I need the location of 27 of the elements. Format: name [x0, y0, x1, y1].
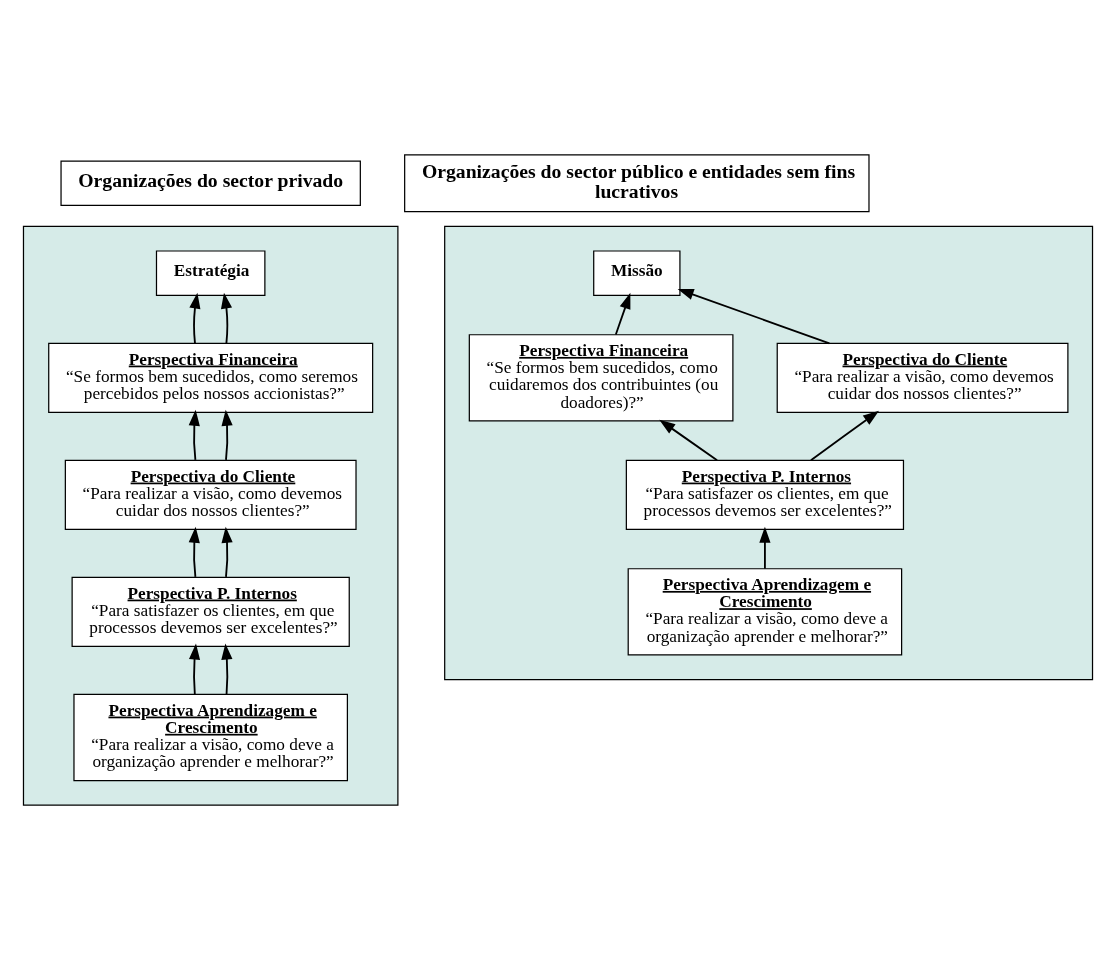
- node-box: Perspectiva Financeira “Se formos bem sucedidos, como cuidaremos dos contribuintes (ou doadores)?”: [468, 334, 734, 422]
- arrow: [677, 289, 831, 345]
- arrow: [188, 409, 200, 461]
- node-box: Organizações do sector privado: [60, 160, 361, 207]
- node-box: Perspectiva do Cliente “Para realizar a visão, como devemos cuidar dos nossos clientes?”: [64, 459, 357, 530]
- arrow: [221, 409, 233, 461]
- cluster: [444, 225, 1094, 681]
- node-box: Perspectiva P. Internos “Para satisfazer os clientes, em que processos devemos ser excelentes?”: [625, 459, 905, 530]
- node-box: Perspectiva P. Internos “Para satisfazer os clientes, em que processos devemos ser excelentes?”: [71, 576, 350, 647]
- node-box: Perspectiva Aprendizagem e Crescimento “Para realizar a visão, como deve a organização aprender e melhorar?”: [73, 693, 348, 782]
- arrow: [759, 526, 771, 570]
- arrow: [188, 526, 200, 578]
- node-box: Perspectiva Financeira “Se formos bem sucedidos, como seremos percebidos pelos nossos accionistas?”: [48, 342, 374, 413]
- node-box: Missão: [593, 250, 681, 296]
- arrow: [659, 419, 718, 462]
- node-box: Estratégia: [155, 250, 266, 296]
- node-box: Perspectiva do Cliente “Para realizar a visão, como devemos cuidar dos nossos clientes?”: [776, 342, 1069, 413]
- cluster: [22, 225, 399, 806]
- arrow: [614, 292, 631, 336]
- arrow: [221, 643, 233, 696]
- arrow: [810, 410, 879, 462]
- arrow: [188, 643, 201, 696]
- node-box: Perspectiva Aprendizagem e Crescimento “Para realizar a visão, como deve a organização aprender e melhorar?”: [627, 568, 903, 656]
- arrow: [221, 526, 233, 578]
- arrow: [189, 292, 201, 345]
- arrow: [220, 292, 233, 345]
- node-box: Organizações do sector público e entidades sem fins lucrativos: [404, 154, 870, 213]
